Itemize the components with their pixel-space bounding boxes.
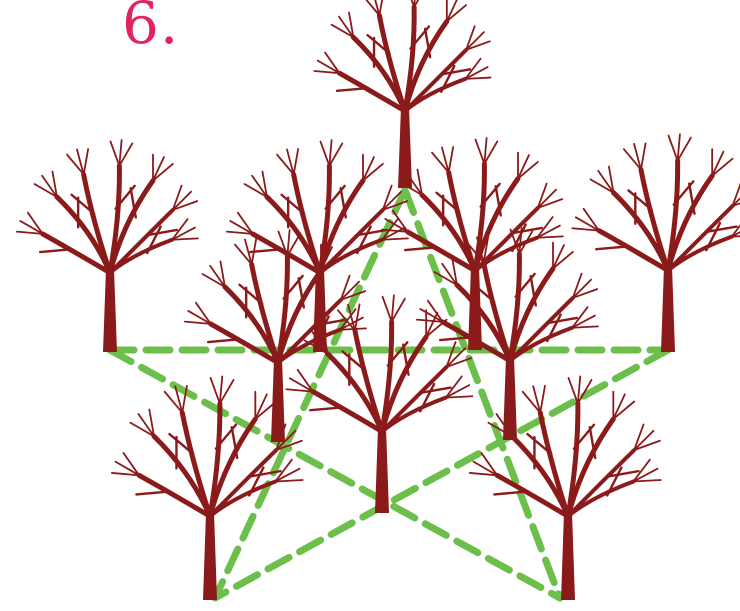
dashed-line-2 [106, 346, 564, 602]
trees [16, 0, 740, 600]
tree-6 [184, 229, 367, 442]
tree-9 [110, 375, 304, 600]
tree-7 [416, 227, 599, 440]
puzzle-number: 6. [122, 0, 180, 57]
tree-1 [313, 0, 492, 188]
tree-10 [468, 375, 662, 600]
tree-3 [226, 139, 409, 352]
dashed-line-5 [401, 186, 564, 602]
dashed-line-4 [211, 186, 409, 602]
tree-8 [285, 294, 474, 513]
dashed-line-3 [211, 346, 672, 602]
tree-5 [571, 133, 740, 352]
tree-2 [16, 139, 199, 352]
dashed-lines [106, 186, 672, 602]
